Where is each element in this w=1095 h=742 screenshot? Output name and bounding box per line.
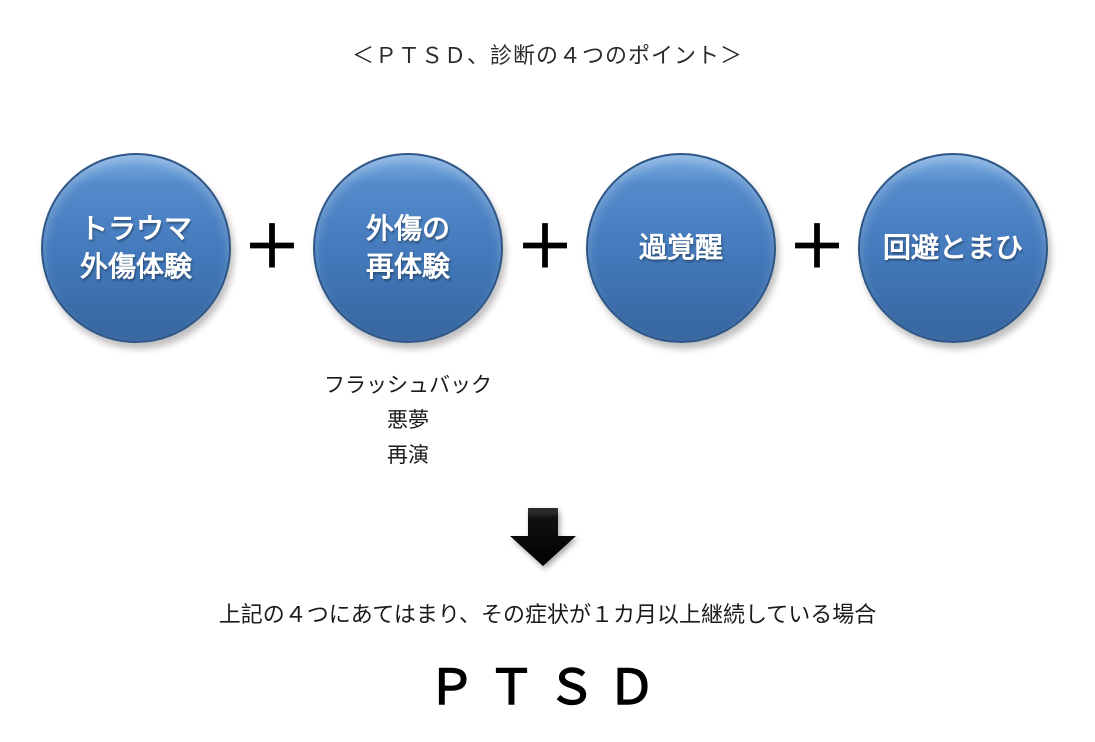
reexperience-example-reenactment: 再演 — [387, 444, 429, 467]
circle-trauma-experience-label-line2: 外傷体験 — [79, 251, 192, 282]
diagnosis-result-text: ＰＴＳＤ — [427, 662, 668, 715]
circle-hyperarousal-label: 過覚醒 — [638, 232, 723, 263]
reexperience-examples: フラッシュバック 悪夢 再演 — [303, 368, 513, 473]
circle-trauma-experience: トラウマ 外傷体験 — [41, 153, 231, 343]
down-arrow-icon — [510, 508, 576, 566]
circle-reexperience: 外傷の 再体験 — [313, 153, 503, 343]
plus-sign-1: ＋ — [242, 215, 301, 280]
plus-sign-3: ＋ — [787, 215, 846, 280]
circle-avoidance-numbing-label: 回避とまひ — [882, 232, 1023, 263]
reexperience-example-nightmare: 悪夢 — [387, 409, 429, 432]
circle-trauma-experience-label-line1: トラウマ — [79, 213, 192, 244]
diagnosis-condition-text: 上記の４つにあてはまり、その症状が１カ月以上継続している場合 — [218, 602, 877, 627]
diagram-title: ＜ＰＴＳＤ、診断の４つのポイント＞ — [351, 43, 743, 68]
circle-reexperience-label-line2: 再体験 — [365, 251, 450, 282]
circle-hyperarousal: 過覚醒 — [586, 153, 776, 343]
circle-reexperience-label-line1: 外傷の — [365, 213, 450, 244]
reexperience-example-flashback: フラッシュバック — [324, 374, 492, 397]
plus-sign-2: ＋ — [515, 215, 574, 280]
circle-avoidance-numbing: 回避とまひ — [858, 153, 1048, 343]
